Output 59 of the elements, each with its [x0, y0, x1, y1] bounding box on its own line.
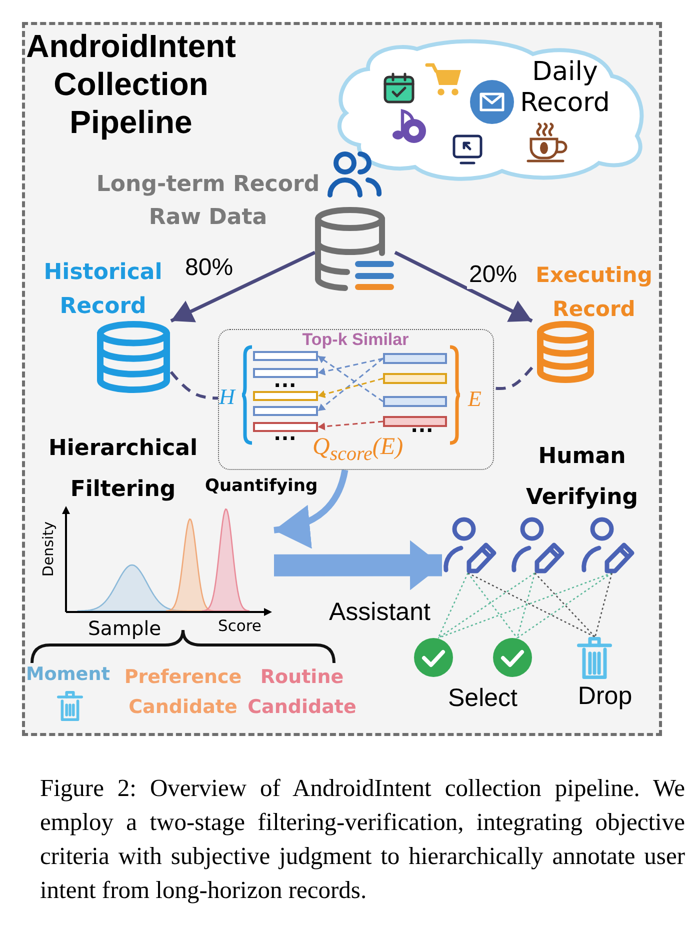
record-bar — [252, 390, 318, 400]
axis-label: Score — [218, 617, 262, 635]
dashed-arrow — [318, 358, 384, 376]
category-label: Moment — [26, 664, 110, 685]
dotted-line — [438, 572, 536, 639]
record-bar — [252, 406, 318, 416]
score-formula: Q$_{score}$(E) — [312, 432, 404, 466]
ellipsis-dots: … — [273, 366, 297, 394]
dashed-arrow — [318, 358, 384, 412]
dashed-arrow — [318, 420, 384, 430]
ellipsis-dots: … — [273, 419, 297, 447]
stage-label: Human Verifying — [525, 443, 639, 512]
cloud-label: Daily Record — [519, 57, 611, 119]
dotted-line — [594, 572, 613, 638]
record-bar — [382, 416, 446, 426]
record-label: Historical Record — [42, 259, 164, 321]
record-label: Executing Record — [534, 262, 654, 323]
user-edit-icon — [510, 517, 564, 573]
ellipsis-dots: … — [410, 411, 434, 439]
panel-title: AndroidIntent Collection Pipeline — [25, 27, 237, 141]
user-edit-icon — [442, 517, 496, 573]
user-edit-icon — [580, 517, 634, 573]
record-bar — [252, 422, 318, 432]
category-label: Routine Candidate — [246, 665, 358, 720]
dotted-line — [438, 572, 612, 639]
status-label: Select — [448, 684, 518, 713]
figure-caption: Figure 2: Overview of AndroidIntent collection pipeline. We employ a two-stage filtering-verification, integrating objective criteria with subjective judgment to hierarchically annotate user intent from long-horizon records. — [40, 774, 685, 906]
dashed-arrow — [318, 378, 384, 398]
dotted-line — [516, 572, 536, 638]
category-label: Preference Candidate — [123, 665, 243, 720]
thick-arrow — [274, 469, 348, 548]
dotted-line — [170, 370, 218, 400]
thick-arrow — [274, 540, 442, 590]
dotted-line — [468, 572, 596, 638]
dotted-box — [218, 329, 494, 470]
dotted-line — [494, 366, 534, 390]
thick-arrow — [394, 250, 533, 323]
thick-arrow — [170, 250, 316, 322]
record-bar — [382, 396, 446, 406]
stage-label: Hierarchical Filtering — [47, 435, 199, 504]
record-bar — [382, 352, 446, 364]
record-bar — [252, 350, 318, 360]
math-symbol: E — [468, 386, 482, 412]
math-symbol: H — [219, 384, 235, 410]
check-circle-icon — [414, 638, 453, 677]
check-circle-icon — [493, 638, 532, 677]
dotted-line — [516, 572, 612, 639]
status-label: Drop — [576, 682, 634, 711]
axis-label: Sample — [88, 617, 162, 640]
dotted-line — [534, 572, 596, 638]
record-bar — [252, 368, 318, 378]
dotted-line — [438, 572, 468, 638]
database-label: Long-term Record Raw Data — [95, 171, 321, 232]
dashed-panel — [22, 22, 662, 736]
dashed-arrow — [318, 355, 384, 402]
box-title: Top-k Similar — [301, 330, 410, 350]
record-bar — [382, 372, 446, 384]
dotted-line — [467, 572, 518, 638]
axis-label: Density — [40, 520, 58, 578]
